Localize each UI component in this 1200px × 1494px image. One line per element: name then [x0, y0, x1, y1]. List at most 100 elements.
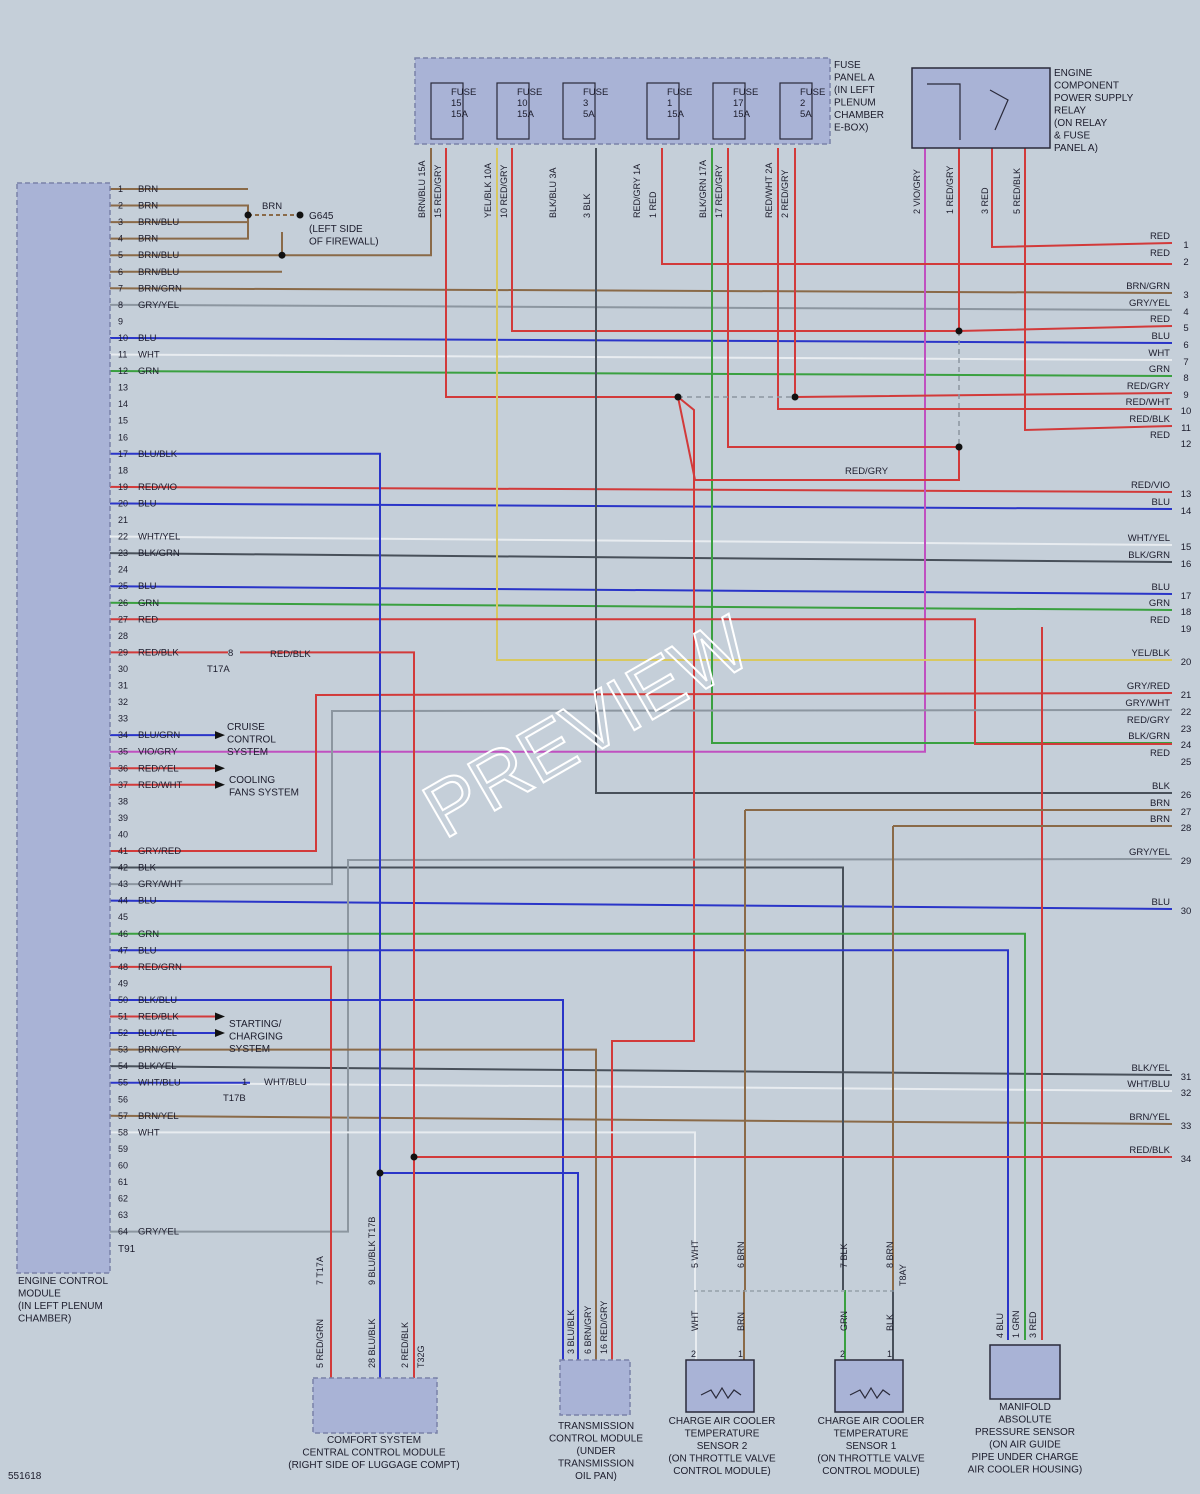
map-label-line: MANIFOLD: [999, 1402, 1051, 1413]
fuse-wire: [661, 148, 1172, 265]
fuse-label-line: 15A: [667, 109, 685, 120]
comfort-label-line: CENTRAL CONTROL MODULE: [302, 1448, 445, 1459]
ecm-pin-wire-label: BLU/GRN: [138, 730, 180, 741]
comfort-wire-label: 2 RED/BLK: [400, 1322, 410, 1368]
fuse-label-line: 3: [583, 98, 588, 109]
t17b-label: T17B: [223, 1093, 246, 1104]
tcm-module: [559, 1359, 631, 1416]
ecm-pin-wire-label: GRY/YEL: [138, 1227, 179, 1238]
right-ref-number: 8: [1183, 373, 1188, 384]
right-ref-number: 2: [1183, 257, 1188, 268]
ecm-pin-number: 3: [118, 217, 123, 227]
splice-dot: [296, 211, 304, 219]
starting-label-line: STARTING/: [229, 1019, 282, 1030]
right-wire-label: GRY/YEL: [1129, 298, 1170, 309]
cac2-top-label: 6 BRN: [736, 1241, 746, 1268]
right-wire-label: BLU: [1152, 897, 1171, 908]
right-ref-number: 30: [1181, 906, 1192, 917]
right-wire-label: BLU: [1152, 331, 1171, 342]
ecm-pin-wire-label: RED/BLK: [138, 1012, 179, 1023]
fuse-panel-label-line: (IN LEFT: [834, 85, 875, 96]
ecm-pin-number: 40: [118, 829, 128, 839]
ecm-pin-number: 57: [118, 1111, 128, 1121]
fuse-label-line: FUSE: [733, 87, 758, 98]
ecm-pin-number: 48: [118, 962, 128, 972]
right-ref-number: 29: [1181, 856, 1192, 867]
ecm-pin-number: 42: [118, 863, 128, 873]
fuse-panel-label-line: CHAMBER: [834, 110, 884, 121]
right-wire-label: RED/BLK: [1129, 1145, 1170, 1156]
ecm-pin-wire-label: BRN/GRY: [138, 1045, 182, 1056]
relay-output-label: 1 RED/GRY: [945, 166, 955, 214]
cooling-label-line: FANS SYSTEM: [229, 788, 299, 799]
ecm-red-wire: [110, 618, 1172, 745]
cac1-top-label: 7 BLK: [839, 1243, 849, 1268]
map-blu-wire: [110, 949, 1009, 1340]
cruise-label-line: CRUISE: [227, 722, 265, 733]
right-ref-number: 25: [1181, 757, 1192, 768]
ecm-pin-number: 36: [118, 763, 128, 773]
right-ref-number: 13: [1181, 489, 1192, 500]
ecm-pin-wire-label: VIO/GRY: [138, 747, 178, 758]
relay-label-line: PANEL A): [1054, 143, 1098, 154]
fuse-icon: [646, 82, 680, 140]
diagram-id: 551618: [8, 1471, 42, 1482]
t17a-label: T17A: [207, 664, 230, 675]
ecm-pin-wire-label: GRN: [138, 929, 159, 940]
ecm-pin-number: 64: [118, 1227, 128, 1237]
harness-wire: [109, 552, 1173, 563]
ecm-pin-wire-label: BLU: [138, 581, 157, 592]
cac2-pin: 1: [738, 1349, 743, 1359]
cac2-wire-label: WHT: [690, 1310, 700, 1331]
relay-wire: [991, 148, 1173, 249]
ecm-pin-number: 22: [118, 532, 128, 542]
ecm-pin-wire-label: BLK: [138, 863, 157, 874]
right-wire-label: GRY/WHT: [1125, 698, 1170, 709]
ecm-pin-number: 56: [118, 1094, 128, 1104]
ecm-module: [16, 182, 111, 1274]
fuse-wire: [496, 148, 1172, 661]
harness-wire: [110, 148, 926, 753]
fuse-icon: [496, 82, 530, 140]
fuse-label-line: 15A: [733, 109, 751, 120]
fuse-label-line: 15A: [451, 109, 469, 120]
comfort-connector: T32G: [416, 1345, 426, 1368]
gry-yel-wire: [110, 858, 1173, 1233]
map-sensor: [989, 1344, 1061, 1400]
relay-label-line: ENGINE: [1054, 68, 1093, 79]
right-wire-label: RED/BLK: [1129, 414, 1170, 425]
cac1-wire-label: BLK: [885, 1314, 895, 1331]
fuse-panel-label-line: PLENUM: [834, 98, 876, 109]
harness-wire: [109, 1081, 1173, 1092]
ecm-pin-number: 34: [118, 730, 128, 740]
tcm-label-line: TRANSMISSION: [558, 1459, 634, 1470]
ecm-pin-wire-label: GRN: [138, 598, 159, 609]
right-wire-label: RED: [1150, 615, 1170, 626]
cac1-label-line: CHARGE AIR COOLER: [818, 1416, 925, 1427]
ecm-pin-number: 15: [118, 416, 128, 426]
fuse-label-line: 15A: [517, 109, 535, 120]
right-wire-label: BLK/YEL: [1131, 1063, 1170, 1074]
comfort-wire-label: 28 BLU/BLK: [367, 1318, 377, 1368]
right-ref-number: 9: [1183, 390, 1188, 401]
cac1-top-label: 8 BRN: [885, 1241, 895, 1268]
tcm-wire-label: 16 RED/GRY: [599, 1301, 609, 1354]
ecm-pin-number: 58: [118, 1127, 128, 1137]
right-wire-label: GRN: [1149, 598, 1170, 609]
fuse-output-label: BLK/GRN 17A: [698, 160, 708, 218]
ecm-pin-wire-label: GRY/YEL: [138, 300, 179, 311]
cac1-label-line: SENSOR 1: [846, 1441, 897, 1452]
right-ref-number: 23: [1181, 724, 1192, 735]
fuse-output-label: BRN/BLU 15A: [417, 160, 427, 218]
ecm-pin-wire-label: BRN/YEL: [138, 1111, 179, 1122]
wht-blu-label: WHT/BLU: [264, 1077, 307, 1088]
right-wire-label: RED/GRY: [1127, 715, 1171, 726]
ecm-pin-wire-label: BLK/YEL: [138, 1061, 177, 1072]
ecm-pin-number: 49: [118, 978, 128, 988]
wires-layer: [109, 148, 1173, 1378]
right-wire-label: WHT: [1148, 348, 1170, 359]
ecm-label-line: ENGINE CONTROL: [18, 1276, 108, 1287]
splice-dot: [376, 1169, 384, 1177]
ecm-pin-number: 5: [118, 250, 123, 260]
